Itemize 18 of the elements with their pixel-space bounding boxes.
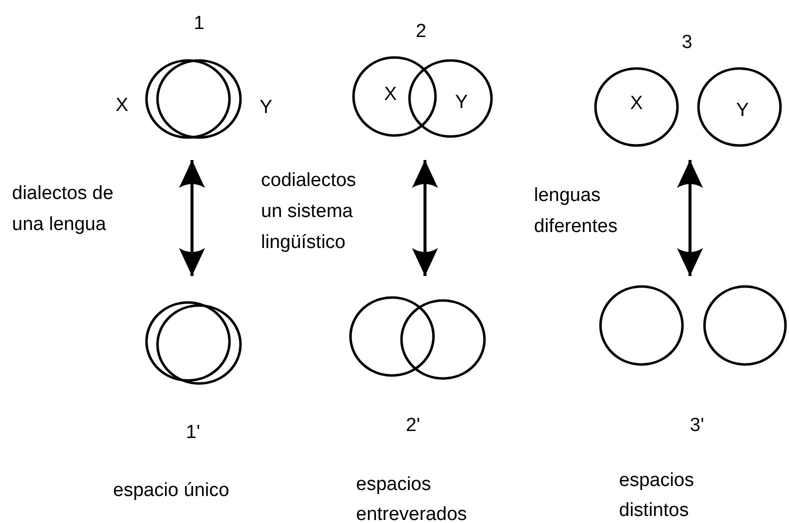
figure-number: 3 [682, 32, 692, 54]
figure-number: 1 [194, 13, 204, 35]
set-label: X [384, 84, 397, 106]
node-label: espacios entreverados [356, 473, 468, 523]
figure-number: 2 [416, 21, 426, 43]
set-label: Y [736, 100, 749, 122]
edge-label: dialectos de una lengua [12, 182, 114, 237]
node-label: espacio único [113, 479, 230, 503]
figure-number: 3' [690, 415, 704, 437]
edge-label: codialectos un sistema lingüístico [261, 169, 358, 255]
set-label: X [630, 93, 643, 115]
figure-number: 1' [186, 422, 200, 444]
set-label: Y [260, 97, 272, 119]
edge-label: lenguas diferentes [534, 184, 618, 239]
set-label: Y [455, 92, 468, 114]
set-label: X [116, 95, 128, 117]
node-label: espacios distintos [619, 469, 695, 523]
figure-number: 2' [406, 415, 420, 437]
